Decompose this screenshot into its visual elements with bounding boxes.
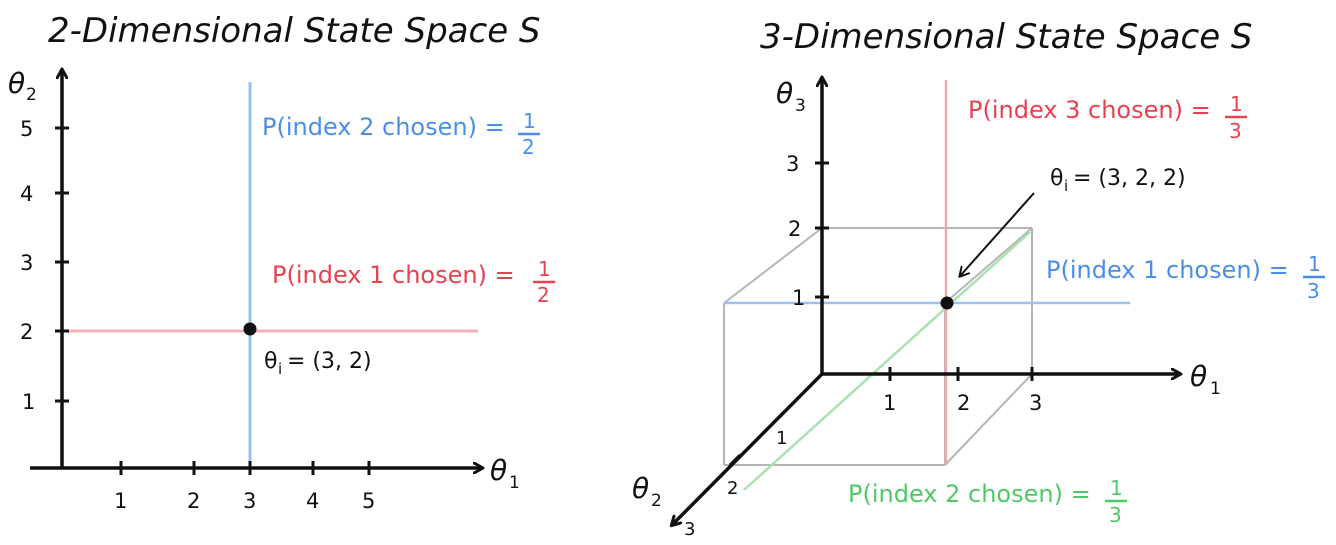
x-tick-label: 1 (114, 489, 127, 513)
y-tick-label: 3 (684, 519, 695, 540)
x-axis-label-3d: θ (1190, 360, 1207, 393)
z-axis-label-3d: θ (776, 77, 793, 110)
y-ticks-2d (55, 126, 69, 403)
y-tick-label: 4 (20, 182, 33, 206)
z-axis-sub-3d: 3 (795, 96, 806, 116)
x-tick-label: 3 (243, 489, 256, 513)
z-tick-label: 2 (788, 217, 801, 241)
left-title: 2-Dimensional State Space S (48, 11, 541, 51)
y-tick-label: 1 (22, 390, 35, 414)
x-tick-label: 2 (957, 391, 970, 415)
prob-numerator: 1 (538, 257, 551, 281)
right-panel-3d: 3-Dimensional State Space S 1 2 (632, 17, 1325, 540)
prob-numerator: 1 (1110, 476, 1123, 500)
y-tick-label: 3 (20, 251, 33, 275)
point-label-2d: θ (264, 349, 277, 374)
z-ticks-3d (815, 161, 829, 299)
prob-denominator: 3 (1307, 279, 1320, 303)
prob-index2-3d: P(index 2 chosen) = 1 3 (848, 476, 1127, 527)
x-tick-label: 5 (362, 489, 375, 513)
point-label-sub-3d: i (1064, 177, 1068, 195)
y-axis-sub-3d: 2 (651, 491, 662, 511)
point-theta-i-2d (243, 322, 257, 336)
prob-index3-3d: P(index 3 chosen) = 1 3 (968, 92, 1247, 143)
y-tick-label: 2 (20, 320, 33, 344)
prob-numerator: 1 (1308, 252, 1321, 276)
prob-denominator: 3 (1109, 503, 1122, 527)
y-axis-label-2d: θ (8, 67, 25, 100)
x-tick-label: 1 (883, 391, 896, 415)
x-tick-label: 4 (306, 489, 319, 513)
x-axis-sub-3d: 1 (1210, 379, 1221, 399)
prob-denominator: 2 (522, 135, 535, 159)
prob-denominator: 2 (537, 283, 550, 307)
cube-wireframe (723, 227, 1033, 466)
x-tick-label: 2 (187, 489, 200, 513)
x-ticks-3d (888, 367, 1034, 381)
prob-text: P(index 1 chosen) = (272, 261, 515, 289)
x-ticks-2d (119, 461, 371, 475)
prob-index2-2d: P(index 2 chosen) = 1 2 (262, 109, 540, 159)
point-value-3d: = (3, 2, 2) (1073, 166, 1186, 191)
right-title: 3-Dimensional State Space S (760, 17, 1253, 57)
prob-numerator: 1 (523, 109, 536, 133)
left-panel-2d: 2-Dimensional State Space S 1 2 3 4 5 1 (8, 11, 555, 513)
index2-line-3d (743, 231, 1031, 491)
z-tick-label: 1 (792, 286, 805, 310)
pointer-arrow (958, 192, 1035, 278)
prob-text: P(index 2 chosen) = (848, 480, 1091, 508)
prob-text: P(index 2 chosen) = (262, 113, 505, 141)
x-tick-label: 3 (1029, 391, 1042, 415)
prob-denominator: 3 (1229, 119, 1242, 143)
point-theta-i-3d (940, 296, 954, 310)
y-tick-label: 5 (20, 117, 33, 141)
y-tick-label: 1 (776, 428, 787, 449)
y-tick-label: 2 (727, 478, 738, 499)
prob-text: P(index 1 chosen) = (1046, 256, 1289, 284)
point-value-2d: = (3, 2) (287, 349, 372, 374)
x-axis-label-2d: θ (490, 454, 507, 487)
point-label-3d: θ (1050, 166, 1063, 191)
point-label-sub-2d: i (278, 360, 282, 378)
prob-text: P(index 3 chosen) = (968, 96, 1211, 124)
z-tick-label: 3 (786, 152, 799, 176)
y-axis-label-3d: θ (632, 472, 649, 505)
prob-index1-3d: P(index 1 chosen) = 1 3 (1046, 252, 1325, 303)
x-axis-sub-2d: 1 (509, 473, 520, 493)
y-axis-3d (672, 372, 824, 525)
prob-index1-2d: P(index 1 chosen) = 1 2 (272, 257, 555, 307)
y-axis-sub-2d: 2 (26, 85, 37, 105)
prob-numerator: 1 (1230, 92, 1243, 116)
y-ticks-3d (728, 411, 785, 467)
